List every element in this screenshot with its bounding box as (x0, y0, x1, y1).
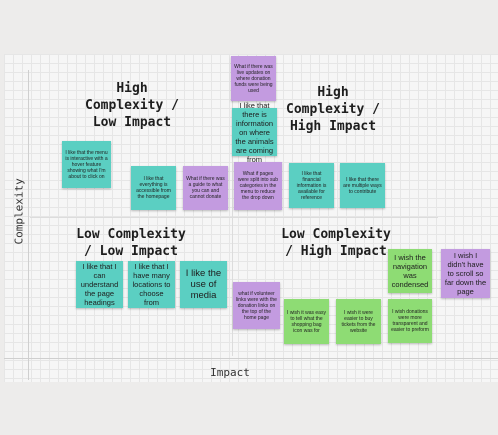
sticky-note[interactable]: I like that I have many locations to cho… (128, 261, 175, 308)
sticky-note[interactable]: I wish it were easier to buy tickets fro… (336, 299, 381, 344)
y-axis-label: Complexity (12, 178, 26, 245)
quadrant-title-high-complexity-low-impact: High Complexity / Low Impact (85, 81, 179, 130)
sticky-note[interactable]: What if there was a guide to what you ca… (183, 166, 228, 210)
sticky-note[interactable]: I like that financial information is ava… (289, 163, 334, 208)
sticky-note[interactable]: I like the use of media (180, 261, 227, 308)
quadrant-title-low-complexity-low-impact: Low Complexity / Low Impact (76, 227, 186, 259)
sticky-note[interactable]: What if there was live updates on where … (231, 56, 276, 101)
x-axis-label: Impact (210, 366, 250, 379)
sticky-note[interactable]: I like that there are multiple ways to c… (340, 163, 385, 208)
vertical-divider (232, 70, 233, 356)
sticky-note[interactable]: I like that the menu is interactive with… (62, 141, 111, 188)
sticky-note[interactable]: I wish the navigation was condensed (388, 249, 432, 293)
sticky-note[interactable]: what if volunteer links were with the do… (233, 282, 280, 329)
sticky-note[interactable]: I wish I didn't have to scroll so far do… (441, 249, 490, 298)
sticky-note[interactable]: What if pages were split into sub catego… (234, 162, 282, 210)
sticky-note[interactable]: I like that everything is accessible fro… (131, 166, 176, 210)
sticky-note[interactable]: I like that I can understand the page he… (76, 261, 123, 308)
sticky-note[interactable]: I wish donations were more transparent a… (388, 299, 432, 343)
quadrant-title-low-complexity-high-impact: Low Complexity / High Impact (281, 227, 391, 259)
sticky-note[interactable]: I wish it was easy to tell what the shop… (284, 299, 329, 344)
horizontal-divider (30, 217, 438, 218)
sticky-note[interactable]: I like that there is information on wher… (232, 101, 277, 164)
x-axis-line (4, 358, 498, 359)
y-axis-line (28, 70, 29, 380)
quadrant-title-high-complexity-high-impact: High Complexity / High Impact (286, 85, 380, 134)
